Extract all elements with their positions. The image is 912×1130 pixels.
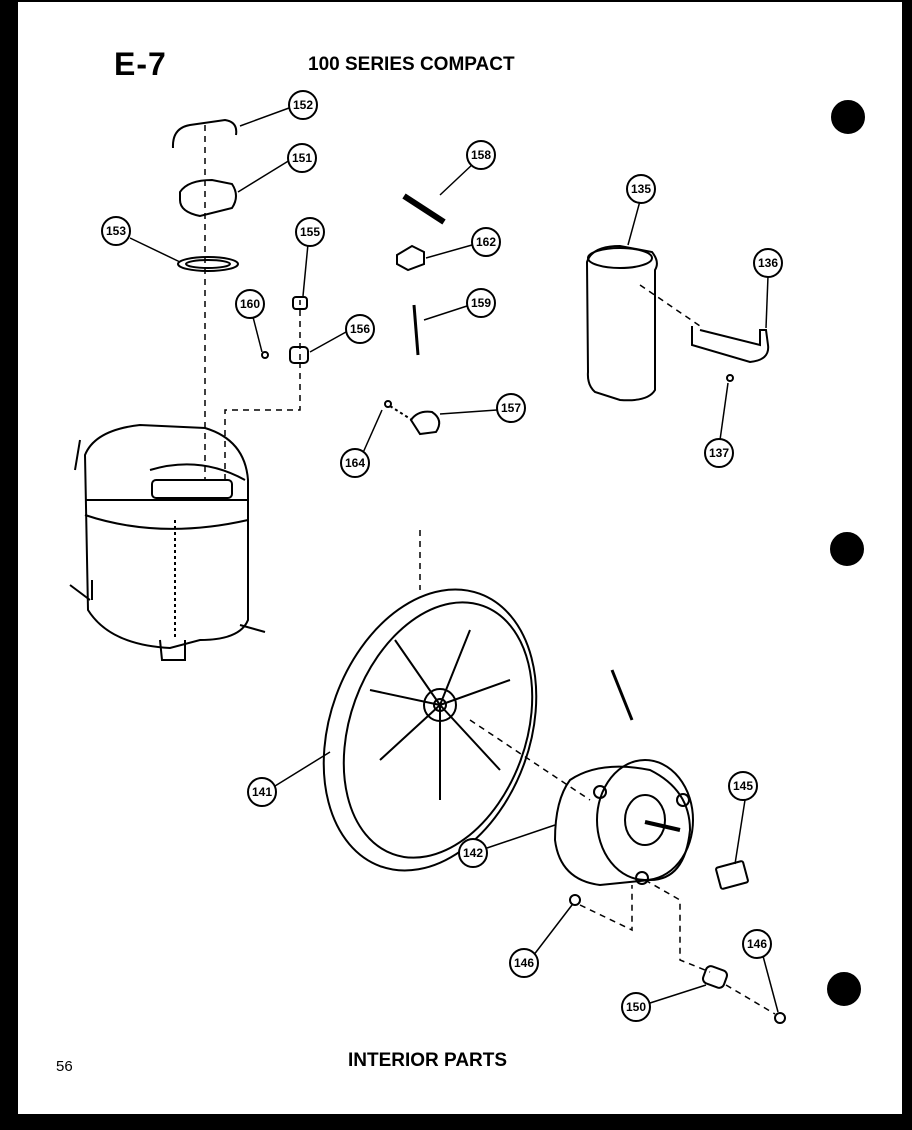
- callout-balloon: [704, 438, 734, 468]
- page-title: 100 SERIES COMPACT: [308, 54, 515, 75]
- grommet: [292, 296, 308, 310]
- callout-balloon: [466, 288, 496, 318]
- callout-balloon: [101, 216, 131, 246]
- binder-hole: [830, 532, 864, 566]
- compressor: [69, 423, 266, 661]
- washer: [569, 894, 581, 906]
- callout-label: 150: [626, 1000, 646, 1014]
- diagram-caption: INTERIOR PARTS: [348, 1050, 508, 1071]
- callout-balloon: [458, 838, 488, 868]
- capacitor-bracket: [691, 326, 770, 364]
- wire-clip: [171, 118, 238, 149]
- bracket-screw: [726, 374, 734, 382]
- callout-label: 158: [471, 148, 491, 162]
- callout-label: 135: [631, 182, 651, 196]
- gasket: [177, 256, 239, 272]
- callout-label: 156: [350, 322, 370, 336]
- motor-mount: [701, 965, 729, 989]
- page-number: 56: [56, 1058, 73, 1075]
- motor-screw: [610, 669, 634, 721]
- capacitor: [585, 244, 658, 402]
- terminal-cover: [179, 178, 237, 218]
- pin: [402, 193, 446, 225]
- callout-label: 142: [463, 846, 483, 860]
- callout-balloon: [496, 393, 526, 423]
- callout-label: 159: [471, 296, 491, 310]
- small-screw: [384, 400, 392, 408]
- callout-label: 157: [501, 401, 521, 415]
- callout-balloon: [466, 140, 496, 170]
- callout-label: 153: [106, 224, 126, 238]
- callout-balloon: [621, 992, 651, 1022]
- callout-balloon: [247, 777, 277, 807]
- diagram-sheet: E-7 100 SERIES COMPACT 56 INTERIOR PARTS: [18, 2, 902, 1114]
- fan-blade: [322, 588, 538, 872]
- screw: [261, 351, 269, 359]
- clamp: [409, 410, 441, 436]
- callout-balloon: [753, 248, 783, 278]
- long-screw: [412, 304, 420, 356]
- callout-label: 151: [292, 151, 312, 165]
- callout-label: 164: [345, 456, 365, 470]
- callout-label: 162: [476, 235, 496, 249]
- callout-balloon: [295, 217, 325, 247]
- fan-motor: [553, 759, 694, 887]
- callout-balloon: [626, 174, 656, 204]
- callout-balloon: [287, 143, 317, 173]
- callout-balloon: [728, 771, 758, 801]
- callout-balloon: [742, 929, 772, 959]
- callout-balloon: [235, 289, 265, 319]
- callout-label: 155: [300, 225, 320, 239]
- callout-label: 145: [733, 779, 753, 793]
- callout-balloon: [471, 227, 501, 257]
- callout-label: 141: [252, 785, 272, 799]
- callout-label: 160: [240, 297, 260, 311]
- callout-balloon: [509, 948, 539, 978]
- callout-balloon: [345, 314, 375, 344]
- section-code: E-7: [114, 46, 167, 82]
- callout-label: 146: [514, 956, 534, 970]
- mount-bushing: [289, 346, 309, 364]
- callout-label: 146: [747, 937, 767, 951]
- callout-label: 136: [758, 256, 778, 270]
- callout-balloon: [288, 90, 318, 120]
- binder-hole: [827, 972, 861, 1006]
- wire-block: [396, 244, 425, 272]
- callout-label: 152: [293, 98, 313, 112]
- terminal-plate: [715, 860, 749, 890]
- callout-label: 137: [709, 446, 729, 460]
- washer: [774, 1012, 786, 1024]
- callout-balloon: [340, 448, 370, 478]
- binder-hole: [831, 100, 865, 134]
